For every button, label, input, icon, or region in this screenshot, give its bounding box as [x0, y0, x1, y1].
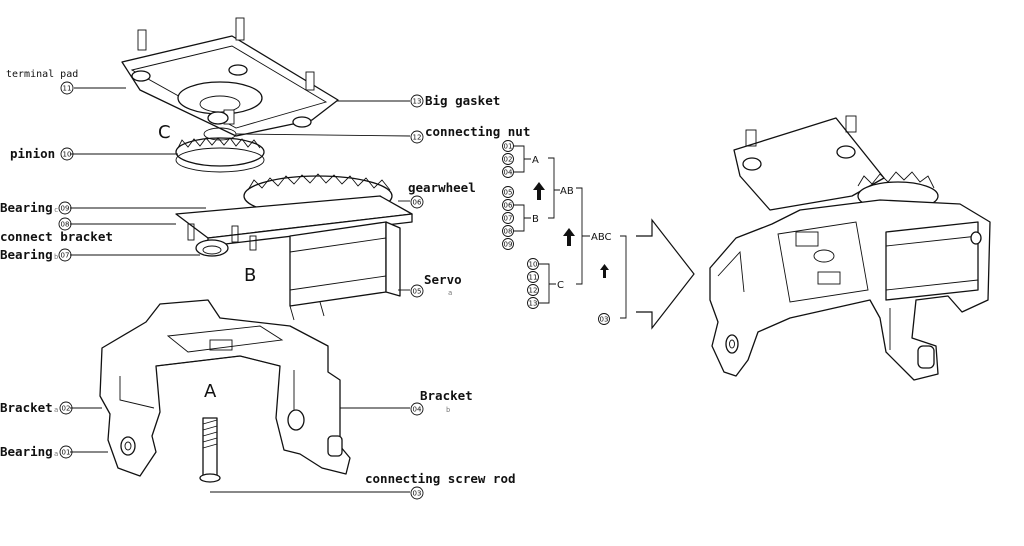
leader-lines — [70, 87, 411, 493]
part-number-10: 10 — [63, 151, 72, 159]
connecting-nut-label: connecting nut — [425, 124, 530, 139]
terminal-pad-label: terminal pad — [6, 69, 78, 80]
bracket-b-label: Bracket — [420, 388, 473, 403]
tree-num-12: 12 — [529, 287, 538, 295]
label-bearing-c: Bearing c 09 — [0, 200, 72, 215]
label-bracket-a: Bracket a 02 — [0, 400, 73, 415]
part-number-04: 04 — [413, 406, 422, 414]
part-number-01: 01 — [62, 449, 71, 457]
assembly-tree: 01 02 04 A 05 06 07 08 09 B AB — [502, 140, 627, 325]
label-terminal-pad: terminal pad 11 — [6, 69, 78, 95]
connect-bracket-part — [175, 195, 413, 257]
tree-num-06: 06 — [504, 202, 513, 210]
tree-num-09: 09 — [504, 241, 513, 249]
tree-num-04: 04 — [504, 169, 513, 177]
part-number-03: 03 — [413, 490, 422, 498]
tree-num-08: 08 — [504, 228, 513, 236]
tree-label-c: C — [557, 280, 564, 291]
tree-num-13: 13 — [529, 300, 538, 308]
label-connect-bracket: 08 connect bracket — [0, 217, 113, 244]
tree-num-02: 02 — [504, 156, 513, 164]
big-gasket-label: Big gasket — [425, 93, 500, 108]
tree-group-c: 10 11 12 13 C — [527, 258, 564, 309]
tree-group-b: 05 06 07 08 09 B — [502, 186, 539, 250]
arrow-up-icon — [563, 228, 575, 246]
tree-num-11: 11 — [529, 274, 538, 282]
connect-bracket-label: connect bracket — [0, 229, 113, 244]
label-screw-rod: connecting screw rod 03 — [365, 471, 516, 500]
arrow-up-icon — [533, 182, 545, 200]
part-number-12: 12 — [413, 134, 422, 142]
label-bearing-b: Bearing b 07 — [0, 247, 72, 262]
pinion-label: pinion — [10, 146, 55, 161]
tree-num-07: 07 — [504, 215, 513, 223]
assembled-unit-part — [709, 115, 991, 381]
bearing-c-label: Bearing — [0, 200, 53, 215]
bracket-a-suffix: a — [54, 406, 58, 414]
label-bracket-b: Bracket 04 b — [410, 388, 473, 416]
part-number-08: 08 — [61, 221, 70, 229]
bearing-a-suffix: a — [54, 450, 58, 458]
assembly-letter-a: A — [204, 381, 217, 402]
bracket-b-suffix: b — [446, 406, 450, 414]
part-number-06: 06 — [413, 199, 422, 207]
part-number-13: 13 — [413, 98, 422, 106]
bearing-c-suffix: c — [54, 206, 58, 214]
tree-group-a: 01 02 04 A — [502, 140, 539, 178]
bracket-a-label: Bracket — [0, 400, 53, 415]
servo-part — [289, 221, 401, 321]
tree-num-05: 05 — [504, 189, 513, 197]
bearing-b-suffix: b — [54, 253, 58, 261]
tree-label-a: A — [532, 155, 539, 166]
label-servo: Servo 05 a — [410, 272, 462, 298]
label-bearing-a: Bearing a 01 — [0, 444, 73, 459]
bearing-b-label: Bearing — [0, 247, 53, 262]
tree-num-03: 03 — [600, 316, 609, 324]
bearing-a-label: Bearing — [0, 444, 53, 459]
part-number-09: 09 — [61, 205, 70, 213]
part-number-11: 11 — [63, 85, 72, 93]
tree-label-ab: AB — [560, 186, 574, 197]
pinion-part — [175, 127, 265, 173]
part-number-02: 02 — [62, 405, 71, 413]
screw-rod-label: connecting screw rod — [365, 471, 516, 486]
result-arrow-icon — [636, 218, 695, 330]
tree-label-abc: ABC — [591, 232, 612, 243]
assembly-letter-b: B — [244, 265, 256, 286]
terminal-pad-part — [121, 17, 339, 137]
tree-label-b: B — [532, 214, 539, 225]
bracket-a-part — [99, 299, 351, 477]
label-big-gasket: 13 Big gasket — [410, 93, 500, 108]
servo-suffix: a — [448, 289, 452, 297]
arrow-up-icon — [600, 264, 609, 278]
part-number-05: 05 — [413, 288, 422, 296]
tree-num-01: 01 — [504, 143, 513, 151]
servo-label: Servo — [424, 272, 462, 287]
label-connecting-nut: 12 connecting nut — [410, 124, 530, 144]
gearwheel-label: gearwheel — [408, 180, 476, 195]
screw-rod-part — [199, 417, 221, 483]
label-pinion: pinion 10 — [10, 146, 74, 161]
part-number-07: 07 — [61, 252, 70, 260]
label-gearwheel: gearwheel 06 — [408, 180, 476, 209]
assembly-letter-c: C — [158, 122, 171, 143]
tree-num-10: 10 — [529, 261, 538, 269]
